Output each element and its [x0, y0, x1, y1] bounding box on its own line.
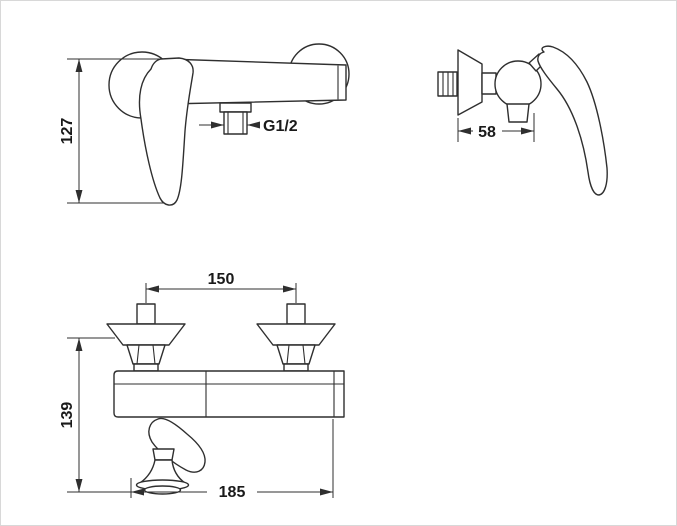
union-nut [126, 344, 166, 365]
union-rosette [106, 323, 186, 346]
handle-lever-front [138, 57, 194, 206]
nut-facet-line [136, 344, 140, 365]
union-right [256, 303, 336, 372]
dim-front-height: 127 [59, 58, 163, 204]
dim-label-overall-height: 139 [59, 402, 76, 429]
dim-union-spacing: 150 [145, 271, 297, 303]
dim-label-overall-width: 185 [219, 484, 246, 501]
mixer-body-plan [113, 370, 345, 418]
union-connector [133, 363, 159, 372]
union-left [106, 303, 186, 372]
dim-overall-width: 185 [130, 419, 334, 501]
outlet-bell [135, 448, 190, 495]
dim-label-union-spacing: 150 [208, 271, 235, 288]
dim-overall-height: 139 [59, 337, 132, 493]
wall-rosette-side [457, 49, 483, 116]
dim-thread: G1/2 [199, 118, 298, 135]
view-installation: 150 139 [59, 271, 345, 501]
dim-label-side-depth: 58 [478, 124, 496, 141]
dim-side-depth: 58 [457, 113, 535, 142]
nut-facet-line [152, 344, 156, 365]
mixer-body-front [166, 58, 347, 105]
view-side: 58 [437, 45, 608, 196]
dim-label-thread: G1/2 [263, 118, 298, 135]
outlet-flange-front [219, 102, 252, 113]
handle-lever-plan [148, 417, 206, 473]
view-front: 127 G1/2 [59, 43, 350, 206]
body-neck-side [481, 72, 497, 95]
bell-lip [143, 485, 182, 495]
dim-label-front-height: 127 [59, 118, 76, 145]
handle-lever-side [537, 45, 608, 196]
union-stub [136, 303, 156, 325]
bell-neck [152, 448, 175, 461]
outlet-fitting-side [506, 103, 530, 123]
outlet-fitting-front [219, 102, 252, 135]
